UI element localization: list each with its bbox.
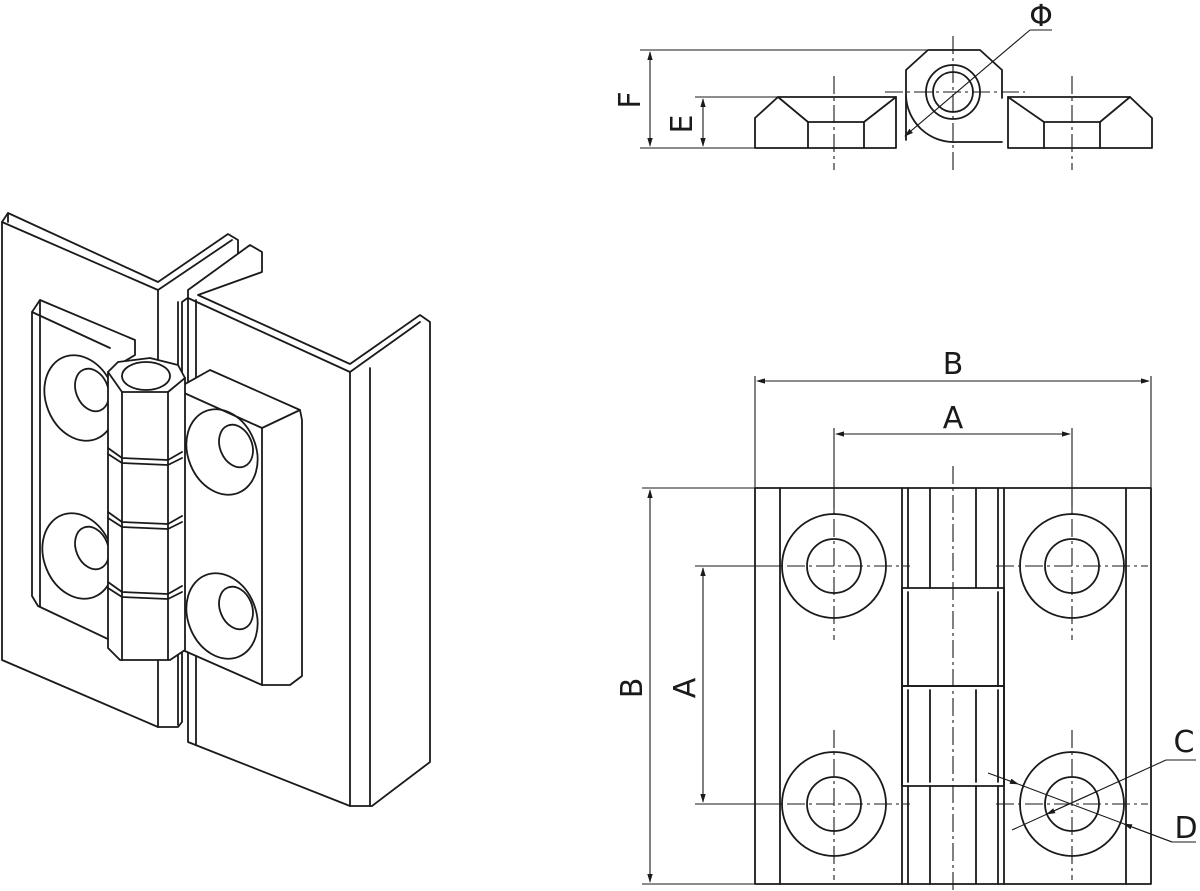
- dimension-c-label: C: [1174, 725, 1195, 760]
- dimension-a-top-label: A: [943, 401, 964, 436]
- hinge-knuckle: [107, 357, 186, 661]
- side-elevation-view: [640, 29, 1153, 170]
- right-hinge-leaf: [177, 369, 303, 686]
- plan-view: [642, 376, 1196, 891]
- phi-label: Φ: [1029, 0, 1053, 34]
- dimension-b-side-label: B: [615, 678, 650, 699]
- dimension-d-label: D: [1174, 811, 1197, 846]
- dimension-f-label: F: [613, 91, 648, 108]
- dimension-e-label: E: [665, 115, 700, 134]
- dimension-a-side-label: A: [668, 677, 703, 698]
- dimension-b-top-label: B: [943, 347, 964, 382]
- isometric-view: [1, 212, 431, 807]
